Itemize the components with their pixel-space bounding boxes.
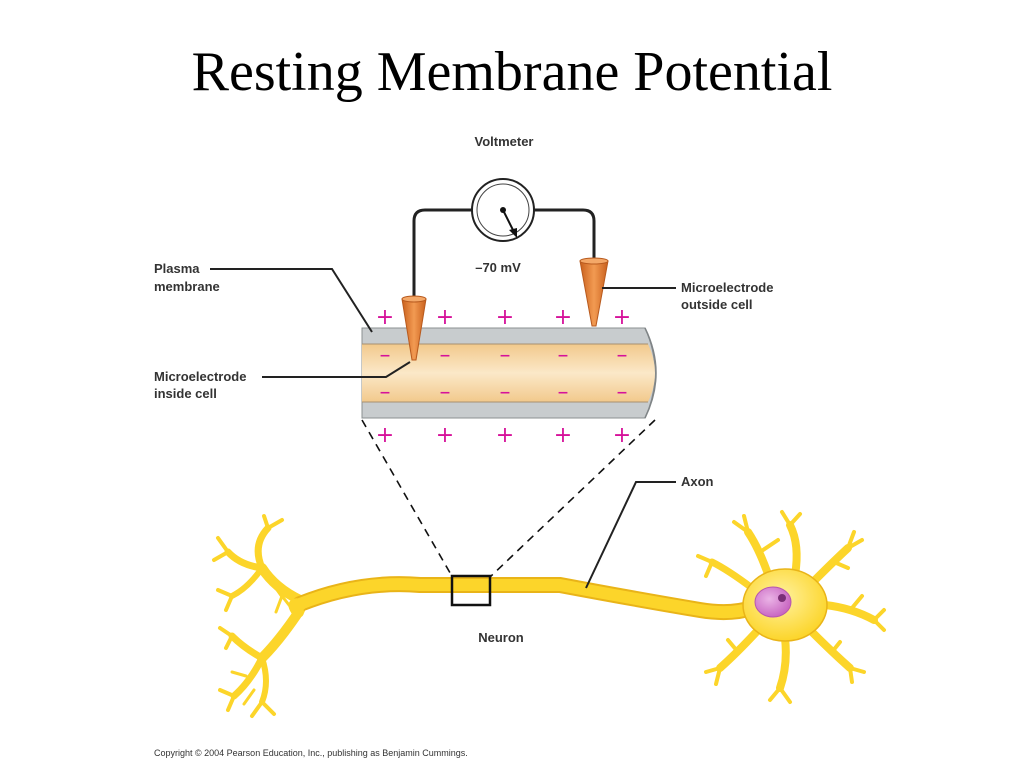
positive-charge: +	[376, 423, 394, 448]
soma-dendrites	[696, 510, 886, 704]
negative-charge: –	[558, 343, 569, 368]
voltmeter-pivot	[500, 207, 506, 213]
negative-charge: –	[440, 343, 451, 368]
zoom-line-left	[361, 419, 454, 579]
microelectrode-inside-label-line1: Microelectrode	[154, 369, 246, 384]
nucleus	[754, 586, 792, 618]
positive-charge: +	[554, 305, 572, 330]
axon-label: Axon	[681, 474, 714, 489]
zoom-line-right	[488, 419, 656, 579]
negative-charge: –	[558, 380, 569, 405]
microelectrode-inside-label-line2: inside cell	[154, 386, 217, 401]
label-microelectrode-inside: Microelectrode inside cell	[154, 361, 411, 401]
axon-branch-point	[288, 598, 306, 618]
positive-charge: +	[613, 423, 631, 448]
axon-leader	[585, 481, 676, 589]
positive-charge: +	[376, 305, 394, 330]
outside-charges-bottom: + + + + +	[376, 423, 631, 448]
microelectrode-outside-top	[579, 257, 609, 265]
wire-outside-electrode	[534, 208, 596, 262]
slide-title: Resting Membrane Potential	[191, 41, 833, 103]
voltmeter-label: Voltmeter	[475, 134, 534, 149]
positive-charge: +	[436, 305, 454, 330]
outside-charges-top: + + + + +	[376, 305, 631, 330]
negative-charge: –	[500, 343, 511, 368]
negative-charge: –	[440, 380, 451, 405]
microelectrode-inside-top	[401, 295, 427, 303]
wire-inside-electrode	[412, 208, 472, 300]
copyright-notice: Copyright © 2004 Pearson Education, Inc.…	[154, 748, 468, 758]
axon-cut-end	[644, 327, 657, 419]
microelectrode-outside-label-line2: outside cell	[681, 297, 753, 312]
microelectrode-outside	[579, 260, 609, 327]
positive-charge: +	[613, 305, 631, 330]
label-microelectrode-outside: Microelectrode outside cell	[602, 280, 773, 312]
cytoplasm	[362, 344, 655, 402]
positive-charge: +	[496, 305, 514, 330]
inside-charges-top: – – – – –	[380, 343, 628, 368]
neuron-illustration	[212, 510, 886, 718]
plasma-membrane-leader	[210, 268, 373, 333]
voltmeter: Voltmeter –70 mV	[471, 134, 535, 275]
negative-charge: –	[380, 343, 391, 368]
negative-charge: –	[617, 343, 628, 368]
zoom-region-box	[450, 574, 492, 607]
left-dendrites	[212, 514, 305, 718]
neuron-label: Neuron	[478, 630, 524, 645]
negative-charge: –	[617, 380, 628, 405]
voltmeter-reading: –70 mV	[475, 260, 521, 275]
inside-charges-bottom: – – – – –	[380, 380, 628, 405]
positive-charge: +	[496, 423, 514, 448]
microelectrode-outside-label-line1: Microelectrode	[681, 280, 773, 295]
label-plasma-membrane: Plasma membrane	[154, 261, 373, 333]
positive-charge: +	[554, 423, 572, 448]
axon-body	[294, 578, 758, 619]
nucleolus	[778, 594, 786, 602]
positive-charge: +	[436, 423, 454, 448]
negative-charge: –	[380, 380, 391, 405]
label-axon: Axon	[585, 474, 714, 589]
microelectrode-inside-leader	[262, 361, 411, 378]
negative-charge: –	[500, 380, 511, 405]
voltmeter-needle	[502, 209, 515, 233]
plasma-membrane-label-line2: membrane	[154, 279, 220, 294]
voltmeter-dial-inner	[476, 183, 530, 237]
axon-segment	[361, 327, 657, 419]
voltmeter-needle-tip	[509, 228, 517, 238]
plasma-membrane-label-line1: Plasma	[154, 261, 200, 276]
